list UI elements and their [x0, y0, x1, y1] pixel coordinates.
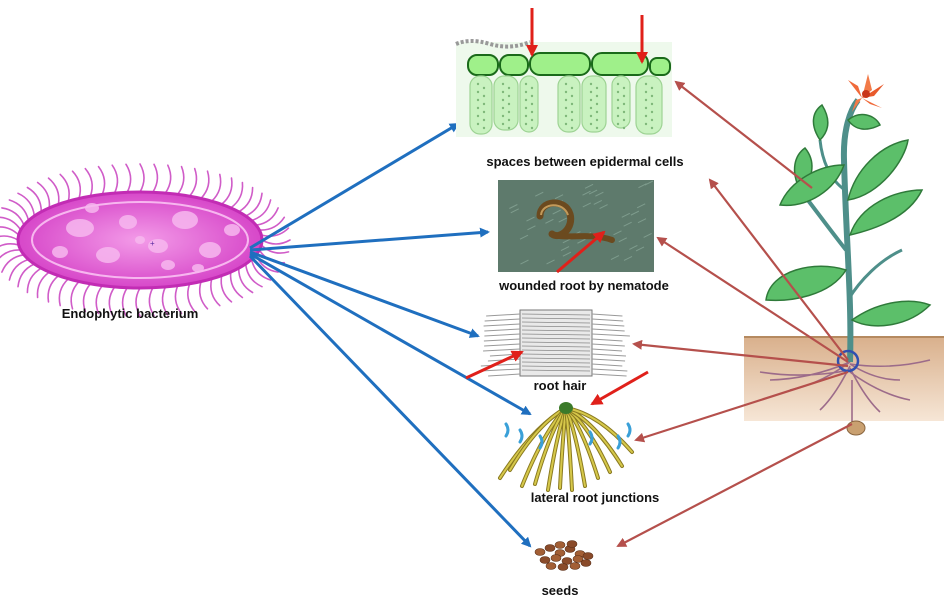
root-hair-image [480, 310, 630, 378]
label-seeds: seeds [520, 583, 600, 598]
bacterium-icon: + [0, 164, 290, 316]
label-spaces-between-epidermal-cells: spaces between epidermal cells [440, 154, 730, 169]
svg-text:+: + [150, 239, 155, 248]
blue-arrow-root-hair [250, 252, 478, 336]
blue-arrow-spaces [250, 124, 458, 248]
blue-arrow-wounded [250, 232, 488, 250]
nematode-image [498, 180, 654, 272]
brown-arrows [618, 82, 852, 546]
brown-arrow-spaces [676, 82, 812, 188]
plant-image [744, 74, 944, 435]
label-root-hair: root hair [510, 378, 610, 393]
label-lateral-root-junctions: lateral root junctions [480, 490, 710, 505]
epidermal-cells-image [456, 41, 672, 137]
label-wounded-root: wounded root by nematode [456, 278, 712, 293]
seeds-image [535, 541, 593, 571]
brown-arrow-seeds [618, 424, 852, 546]
lateral-root-image [500, 402, 632, 490]
label-endophytic-bacterium: Endophytic bacterium [20, 306, 240, 321]
